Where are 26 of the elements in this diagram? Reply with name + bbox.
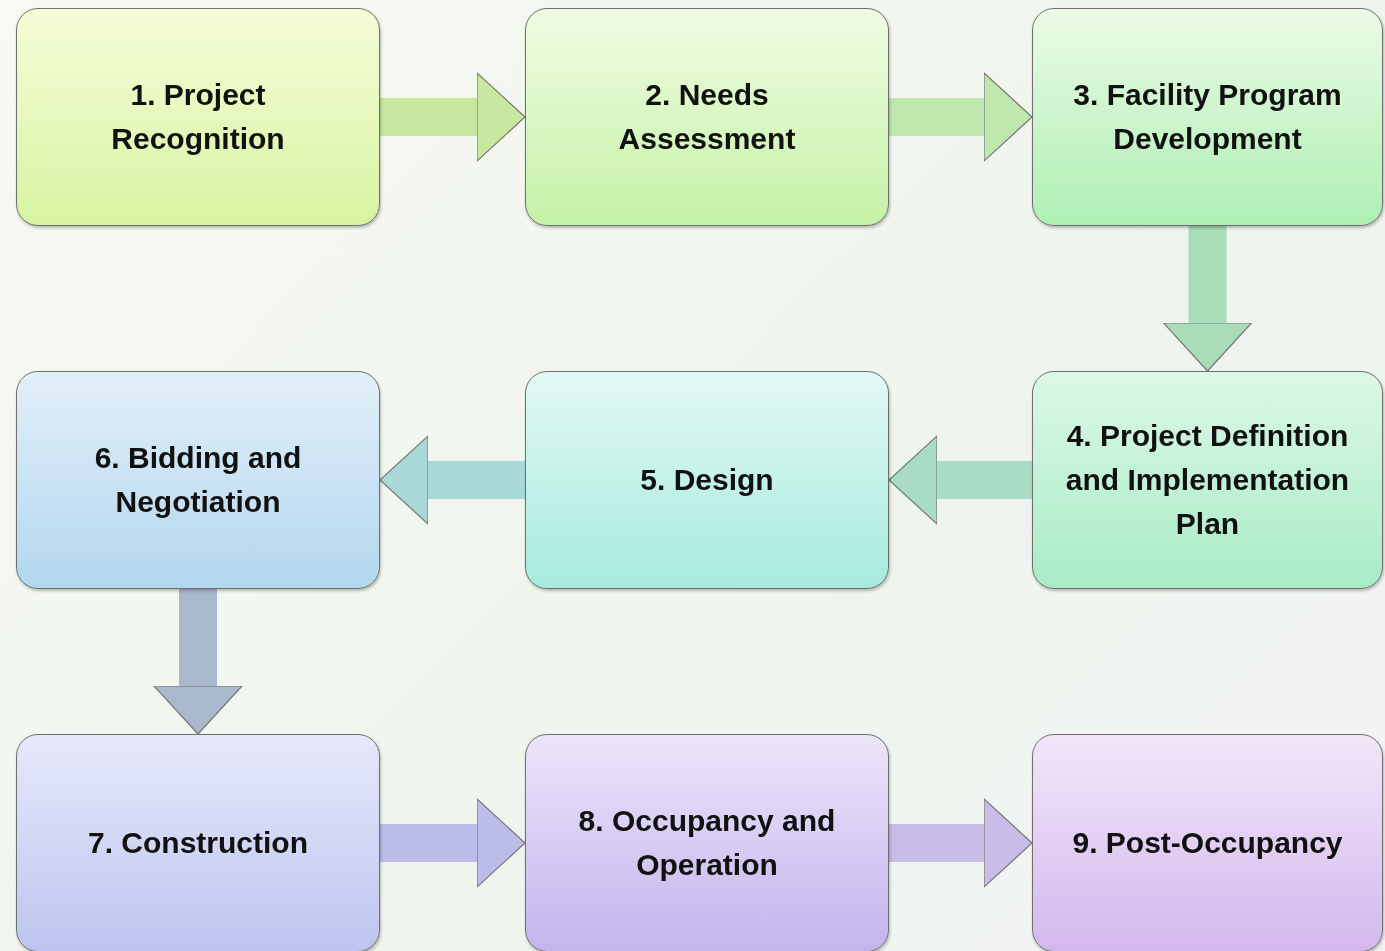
step-label: 4. Project Definition and Implementation Plan [1064,418,1351,542]
process-box [1032,734,1383,951]
step-label: 2. Needs Assessment [617,77,797,157]
process-box [1032,8,1383,226]
step-label: 3. Facility Program Development [1072,77,1343,157]
step-label: 1. Project Recognition [110,77,286,157]
step-label: 9. Post-Occupancy [1071,825,1344,861]
step-label: 5. Design [639,462,775,498]
process-box [16,8,380,226]
process-box [525,734,889,951]
block-arrow [889,798,1033,888]
block-arrow [153,589,243,735]
block-arrow [379,435,525,525]
block-arrow [888,435,1032,525]
process-box [525,371,889,589]
step-label: 6. Bidding and Negotiation [93,440,303,520]
process-box [1032,371,1383,589]
step-label: 8. Occupancy and Operation [577,803,837,883]
block-arrow [1162,226,1253,372]
process-box [16,734,380,951]
process-box [16,371,380,589]
step-label: 7. Construction [87,825,309,861]
block-arrow [380,72,526,162]
block-arrow [889,72,1033,162]
process-box [525,8,889,226]
block-arrow [380,798,526,888]
